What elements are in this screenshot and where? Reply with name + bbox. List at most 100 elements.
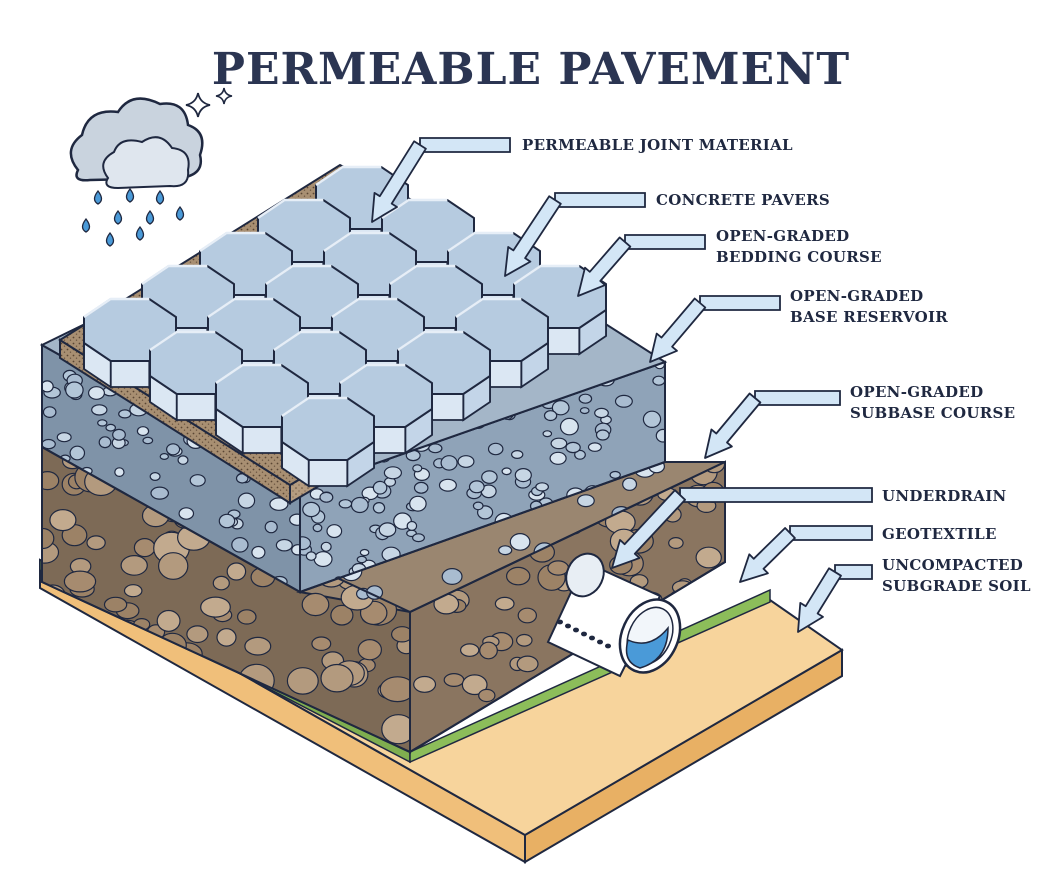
raindrop-icon <box>81 187 185 247</box>
stone <box>42 438 56 450</box>
stone <box>133 537 156 558</box>
stone <box>97 691 121 712</box>
stone <box>487 442 504 456</box>
stone <box>338 499 353 509</box>
stone <box>177 690 198 707</box>
stone <box>478 688 496 703</box>
stone <box>69 445 86 461</box>
stone <box>440 455 458 471</box>
page-title: PERMEABLE PAVEMENT <box>211 44 851 95</box>
stone <box>114 467 125 478</box>
stone <box>372 480 388 495</box>
stone <box>479 641 498 660</box>
stone <box>275 538 293 552</box>
stone <box>668 536 684 549</box>
stone <box>91 404 108 416</box>
stone <box>501 467 512 476</box>
stone <box>115 653 146 678</box>
stone <box>443 672 465 687</box>
stone <box>70 674 106 701</box>
stone <box>86 734 105 752</box>
label-arrow-tail <box>419 137 511 153</box>
stone <box>301 592 330 617</box>
stone <box>189 474 206 487</box>
label-arrow <box>611 489 686 569</box>
stone <box>509 533 531 551</box>
concrete-paver <box>215 363 309 455</box>
stone <box>49 508 77 532</box>
label-arrow-tail <box>624 234 706 250</box>
stone <box>123 584 143 598</box>
label-arrow-tail <box>699 295 781 311</box>
stone <box>506 566 531 586</box>
stone <box>551 400 570 416</box>
stone <box>461 674 488 696</box>
label-arrow <box>797 567 842 633</box>
stone <box>244 636 272 656</box>
stone <box>63 570 97 593</box>
stone <box>186 625 209 644</box>
stone <box>166 443 181 456</box>
stone <box>413 675 437 693</box>
stone <box>578 393 593 404</box>
stone <box>56 432 72 443</box>
stone <box>595 429 610 441</box>
label-permeable-joint-material: PERMEABLE JOINT MATERIAL <box>522 136 793 154</box>
stone <box>156 609 181 632</box>
stone <box>391 626 410 643</box>
stone <box>201 702 222 718</box>
sparkle-icon <box>185 87 233 118</box>
stone <box>76 652 106 680</box>
stone <box>195 729 217 747</box>
stone <box>320 663 354 693</box>
stone <box>105 423 116 432</box>
label-arrows <box>371 137 873 633</box>
stone <box>87 386 105 400</box>
stone <box>42 471 60 491</box>
stone <box>441 567 463 585</box>
stone <box>542 430 553 438</box>
stone <box>137 725 167 747</box>
stone <box>150 486 169 500</box>
stone <box>218 513 236 529</box>
stone <box>383 466 402 480</box>
stone <box>200 596 231 618</box>
stone <box>515 633 533 647</box>
stone <box>291 544 300 556</box>
stone <box>330 604 354 626</box>
label-concrete-pavers: CONCRETE PAVERS <box>656 191 830 209</box>
stone <box>264 520 278 534</box>
stone <box>707 573 725 599</box>
stone <box>312 523 323 533</box>
stone <box>231 536 249 553</box>
concrete-pavers <box>83 165 607 488</box>
stone <box>94 639 119 661</box>
stone <box>372 501 386 514</box>
stone <box>118 409 132 419</box>
label-arrow <box>577 236 632 297</box>
stone <box>614 394 633 408</box>
concrete-paver <box>281 396 375 488</box>
stone <box>565 441 581 454</box>
stone <box>115 660 140 682</box>
stone <box>326 524 343 539</box>
stone <box>71 655 106 679</box>
stone <box>237 609 257 625</box>
underdrain-pipe <box>546 552 682 678</box>
stone <box>237 492 256 509</box>
stone <box>412 533 426 543</box>
stone <box>622 477 638 491</box>
stone <box>652 375 665 386</box>
stone <box>172 677 194 696</box>
stone <box>51 660 78 683</box>
stone <box>379 676 410 703</box>
stone <box>212 575 230 591</box>
stone <box>157 552 189 580</box>
stone <box>535 482 549 492</box>
label-arrow-tail <box>754 390 841 406</box>
stone <box>53 612 88 645</box>
stone <box>359 548 370 557</box>
